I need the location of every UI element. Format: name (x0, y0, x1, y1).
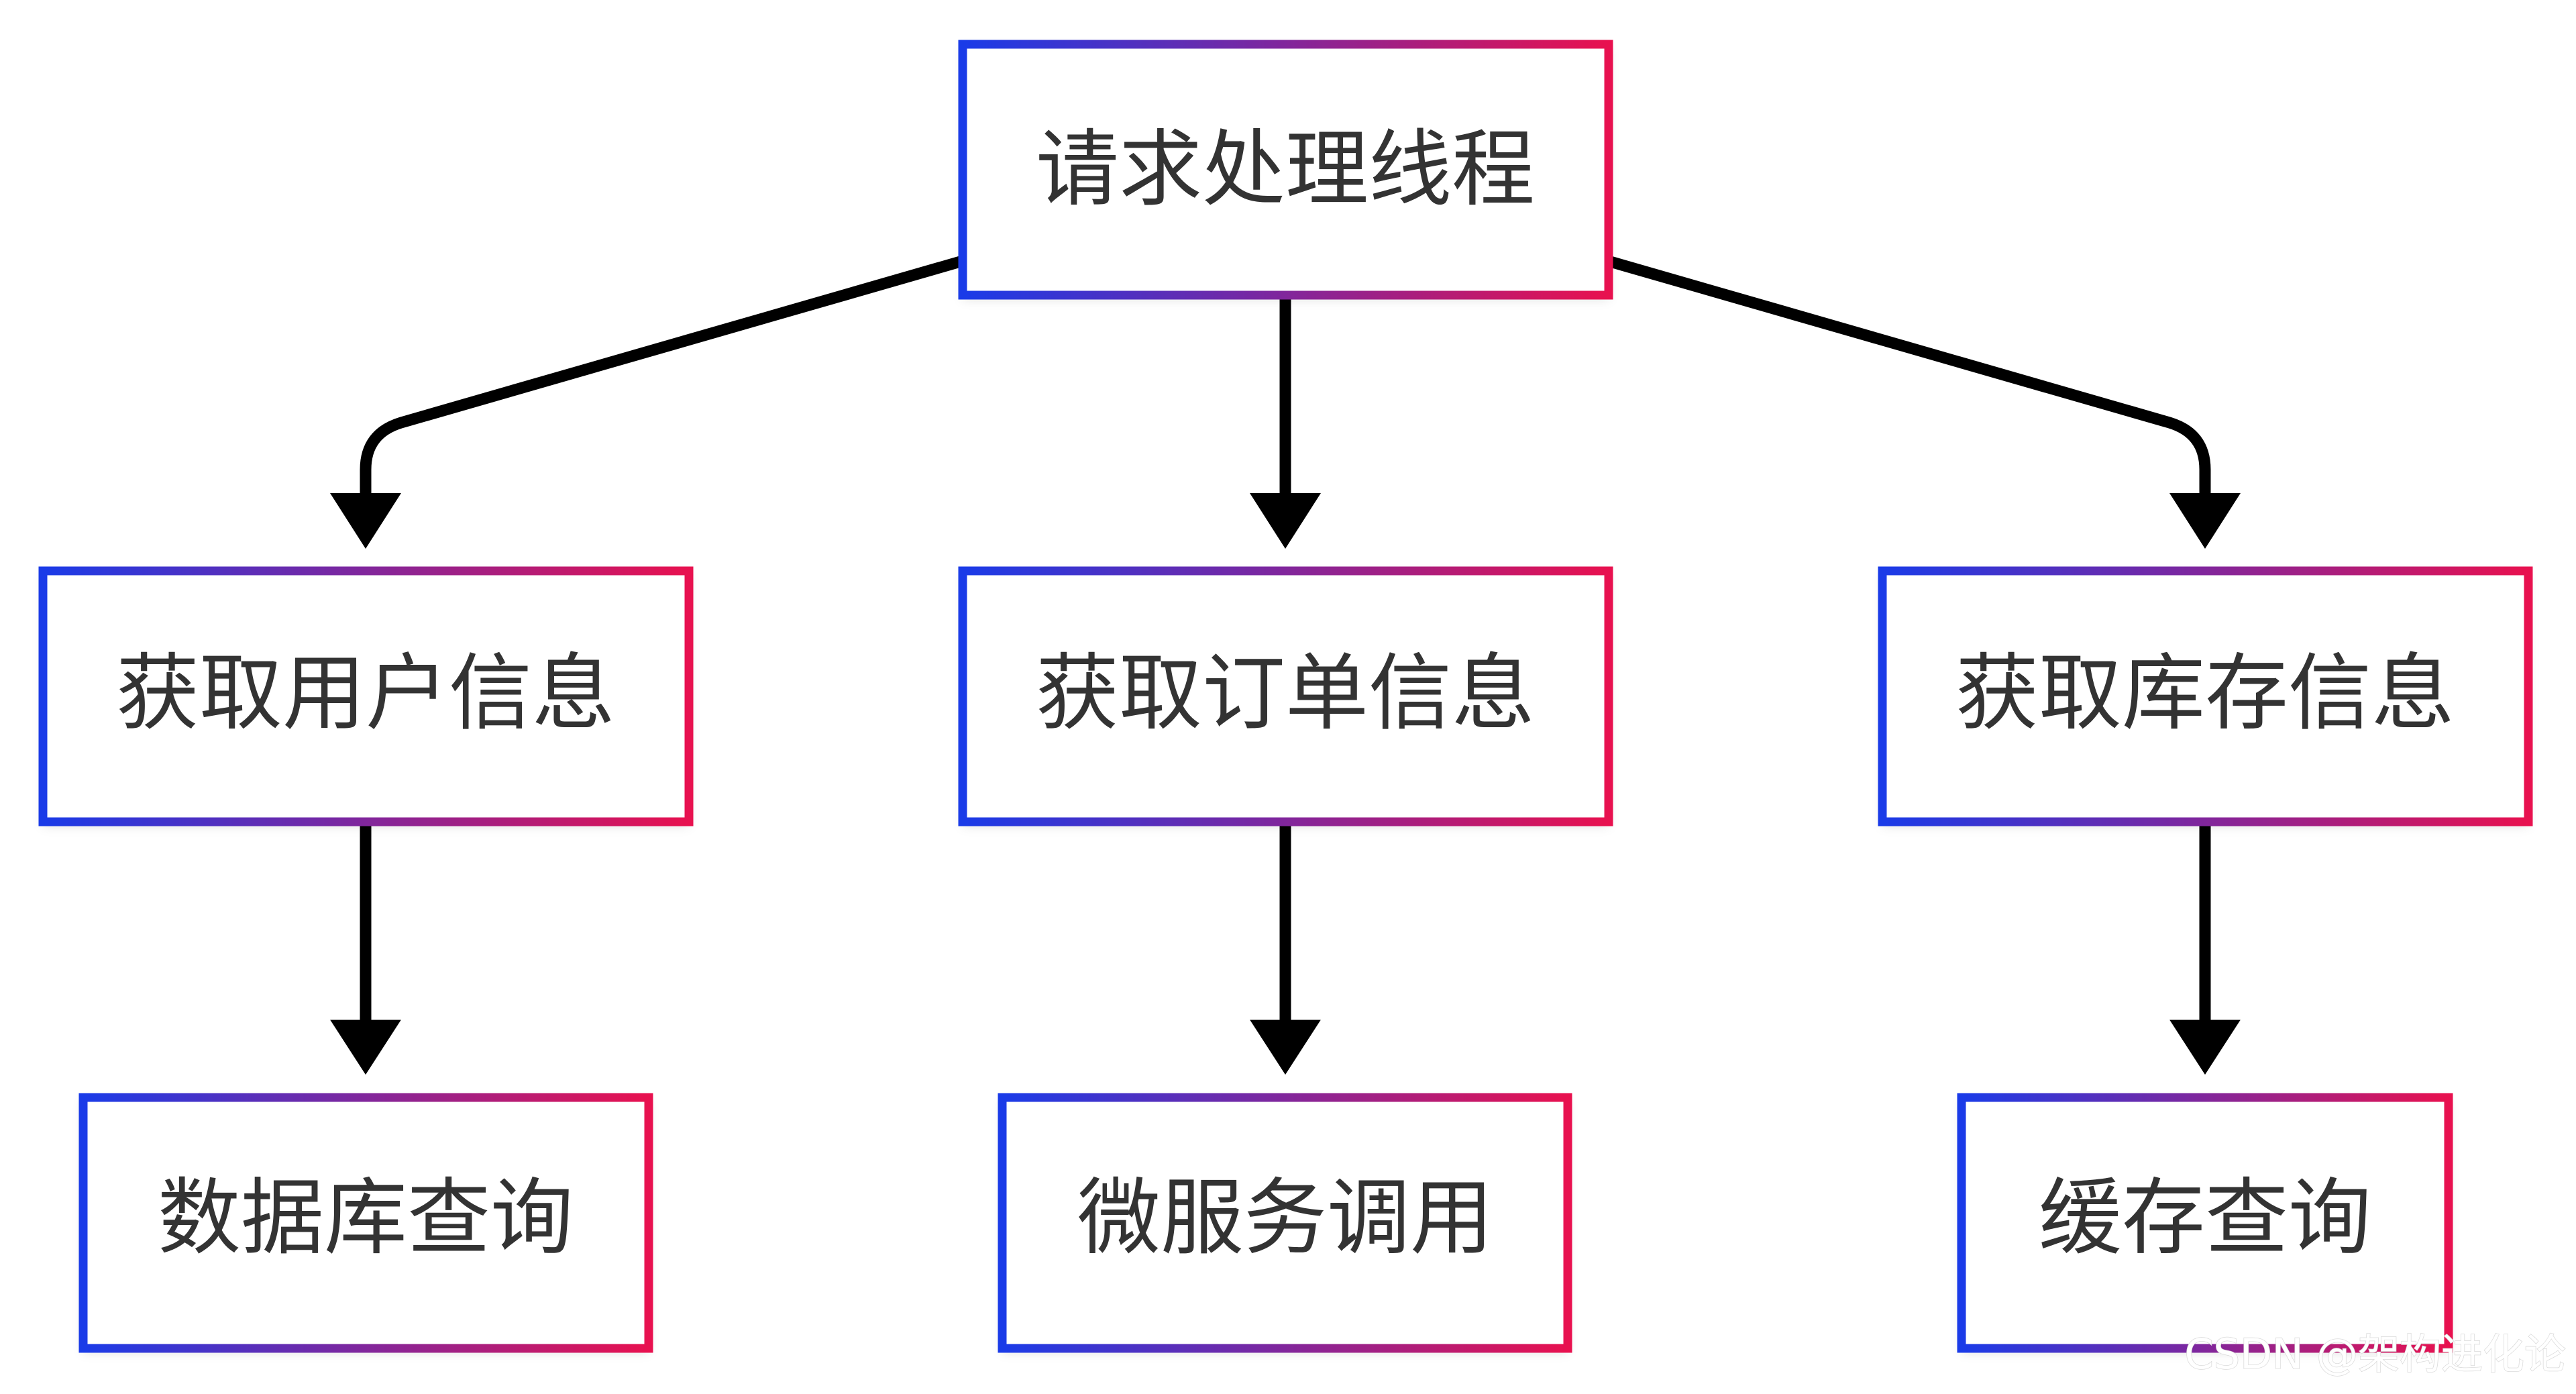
arrowhead-order-info (1250, 493, 1321, 549)
nodes: 请求处理线程 获取用户信息 获取订单信息 获取库存信息 数据库查询 微 (38, 40, 2533, 1353)
node-database-query: 数据库查询 (78, 1093, 653, 1353)
node-label: 缓存查询 (2039, 1170, 2371, 1267)
node-request-thread: 请求处理线程 (958, 40, 1613, 300)
edges (330, 255, 2241, 1075)
node-label: 获取库存信息 (1955, 645, 2455, 742)
arrowhead-cache-query (2169, 1020, 2241, 1075)
node-get-user-info: 获取用户信息 (38, 566, 694, 826)
node-label: 获取用户信息 (116, 645, 615, 742)
arrowhead-microservice-call (1250, 1020, 1321, 1075)
edge-root-to-inventory-info (1606, 255, 2211, 493)
watermark-text: CSDN @架构进化论 (2185, 1330, 2566, 1379)
arrowhead-db-query (330, 1020, 401, 1075)
node-microservice-call: 微服务调用 (998, 1093, 1572, 1353)
arrowhead-user-info (330, 493, 401, 549)
node-label: 数据库查询 (158, 1170, 574, 1267)
node-get-order-info: 获取订单信息 (958, 566, 1613, 826)
node-label: 微服务调用 (1077, 1170, 1493, 1267)
edge-root-to-user-info (360, 255, 965, 493)
node-cache-query: 缓存查询 (1957, 1093, 2453, 1353)
node-label: 请求处理线程 (1036, 121, 1535, 218)
node-get-inventory-info: 获取库存信息 (1878, 566, 2533, 826)
node-label: 获取订单信息 (1036, 645, 1535, 742)
arrowhead-inventory-info (2169, 493, 2241, 549)
